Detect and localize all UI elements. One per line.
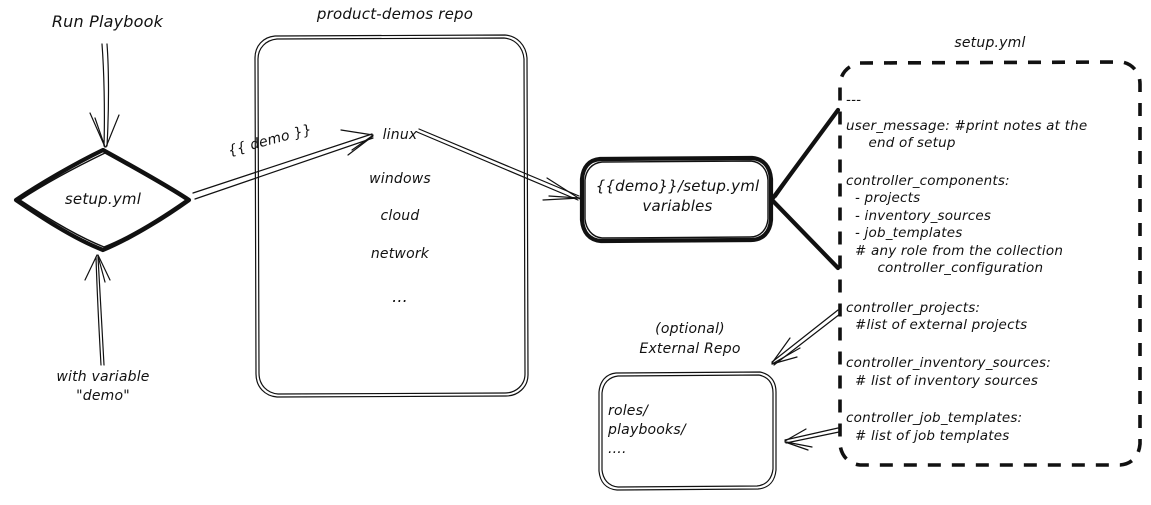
yaml-line-controller-inventory-sources-0: controller_inventory_sources: — [846, 355, 1051, 372]
setup-yml-diamond-label: setup.yml — [64, 190, 142, 208]
variables-box — [579, 155, 774, 244]
product-demos-repo-title: product-demos repo — [316, 5, 474, 23]
product-demos-repo-box — [254, 34, 529, 398]
yaml-line-doc-start: --- — [846, 92, 862, 108]
setup-yml-diamond-shape — [13, 147, 192, 253]
setup-yml-dashed-box — [838, 60, 1142, 467]
external-repo-caption-line1: (optional) — [655, 321, 725, 337]
arrow-with-variable-to-setup — [84, 254, 111, 366]
yaml-line-user-message-0: user_message: #print notes at the — [846, 117, 1088, 134]
external-repo-caption-line2: External Repo — [639, 341, 741, 357]
repo-item-windows: windows — [369, 171, 431, 187]
external-repo-item-playbooks: playbooks/ — [608, 422, 686, 438]
external-repo-box — [598, 371, 777, 491]
repo-item-cloud: cloud — [380, 208, 420, 224]
arrow-setup-to-linux — [192, 129, 374, 200]
arrow-linux-to-variables — [416, 128, 581, 201]
arrow-job-templates-to-external-repo — [784, 427, 840, 451]
yaml-line-controller-inventory-sources-1: # list of inventory sources — [846, 372, 1039, 389]
yaml-line-controller-components-0: controller_components: — [846, 172, 1010, 189]
yaml-line-controller-job-templates-1: # list of job templates — [846, 427, 1010, 444]
yaml-line-controller-components-1: - projects — [846, 190, 921, 207]
yaml-line-controller-components-5: controller_configuration — [846, 260, 1044, 277]
yaml-line-controller-projects-0: controller_projects: — [846, 299, 981, 316]
repo-item-linux: linux — [382, 127, 418, 143]
variables-box-line2: variables — [642, 197, 713, 215]
with-variable-caption-line1: with variable — [56, 369, 150, 385]
yaml-line-controller-projects-1: #list of external projects — [846, 317, 1028, 334]
yaml-line-controller-job-templates-0: controller_job_templates: — [846, 410, 1023, 427]
arrow-run-playbook-to-setup — [89, 43, 120, 148]
setup-yml-body: --- user_message: #print notes at the en… — [846, 92, 1141, 444]
yaml-line-controller-components-3: - job_templates — [846, 225, 963, 242]
connector-setup-yml-to-variables — [770, 107, 841, 271]
yaml-line-user-message-1: end of setup — [846, 135, 956, 152]
repo-item-network: network — [370, 246, 430, 262]
yaml-line-controller-components-4: # any role from the collection — [846, 242, 1064, 259]
external-repo-item-ellipsis: .... — [608, 441, 627, 457]
run-playbook-label: Run Playbook — [51, 12, 164, 31]
setup-yml-dashed-box-title: setup.yml — [954, 35, 1026, 51]
external-repo-item-roles: roles/ — [608, 403, 649, 419]
repo-item-ellipsis: ... — [392, 287, 408, 306]
variables-box-line1: {{demo}}/setup.yml — [595, 177, 760, 195]
arrow-projects-to-external-repo — [771, 309, 841, 366]
yaml-line-controller-components-2: - inventory_sources — [846, 207, 992, 224]
with-variable-caption-line2: "demo" — [76, 388, 130, 404]
